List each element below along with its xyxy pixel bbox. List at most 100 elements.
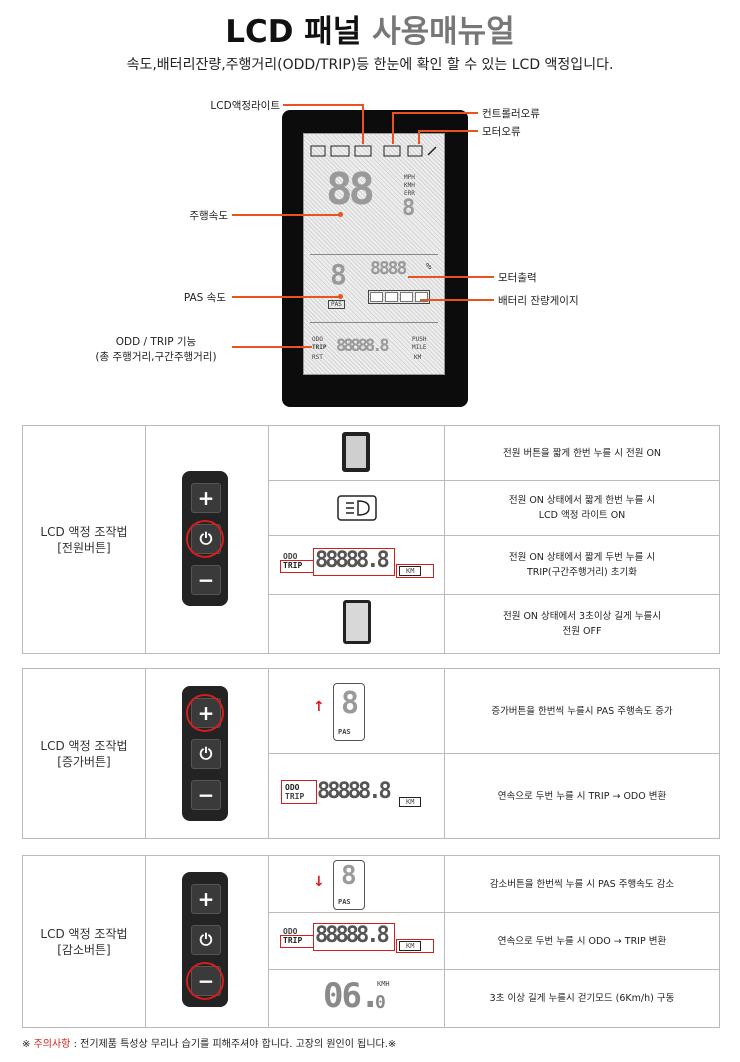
- highlight-circle: [186, 962, 224, 1000]
- push-label: PUSH: [412, 336, 427, 343]
- pas-display: 8 PAS: [333, 683, 365, 741]
- row-picture: 06. 0 KMH: [269, 970, 445, 1027]
- section-minus-button: LCD 액정 조작법[감소버튼] + ⏻ − ↓ 8 PAS 감소버튼을 한번씩…: [22, 855, 720, 1028]
- title-part1: LCD 패널: [225, 14, 362, 50]
- remote-control: + ⏻ −: [182, 471, 228, 606]
- page-subtitle: 속도,배터리잔량,주행거리(ODD/TRIP)등 한눈에 확인 할 수 있는 L…: [126, 57, 614, 73]
- controller-icon: [383, 145, 401, 157]
- odo-label: ODO: [283, 927, 298, 936]
- label-battery-gauge: 배터리 잔량게이지: [498, 295, 579, 307]
- section-power-button: LCD 액정 조작법[전원버튼] + ⏻ − 전원 버튼을 짧게 한번 누를 시…: [22, 425, 720, 654]
- row-picture: [269, 426, 445, 480]
- section-plus-button: LCD 액정 조작법[증가버튼] + ⏻ − ↑ 8 PAS 증가버튼을 한번씩…: [22, 668, 720, 839]
- row-description: 3초 이상 길게 누를시 걷기모드 (6Km/h) 구동: [489, 993, 675, 1004]
- rst-label: RST: [312, 354, 323, 361]
- row-picture: ODO TRIP 88888.8 KM: [269, 754, 445, 838]
- label-odo-trip-line1: ODD / TRIP 기능: [115, 336, 197, 348]
- instruction-row: ODO TRIP 88888.8 KM 전원 ON 상태에서 짧게 두번 누를 …: [269, 536, 719, 595]
- instruction-row: 06. 0 KMH 3초 이상 길게 누를시 걷기모드 (6Km/h) 구동: [269, 970, 719, 1027]
- instruction-row: ODO TRIP 88888.8 KM 연속으로 두번 누를 시 TRIP → …: [269, 754, 719, 838]
- screen-off-icon: [343, 600, 371, 644]
- unit-mph: MPH: [404, 174, 415, 181]
- odo-label: ODO: [285, 783, 300, 792]
- row-picture: [269, 481, 445, 535]
- odo-label: ODO: [312, 336, 323, 343]
- label-controller-error: 컨트롤러오류: [482, 108, 540, 120]
- remote-control: + ⏻ −: [182, 686, 228, 821]
- row-description: 증가버튼을 한번씩 누를시 PAS 주행속도 증가: [491, 705, 673, 717]
- section-title: LCD 액정 조작법[증가버튼]: [23, 669, 146, 838]
- pas-digit: 8: [330, 258, 347, 291]
- trip-label: TRIP: [283, 936, 303, 945]
- km-label: KM: [414, 354, 422, 361]
- unit-err: ERR: [404, 190, 415, 197]
- backlight-icon: [337, 495, 377, 521]
- row-description: 전원 버튼을 짧게 한번 누를 시 전원 ON: [502, 447, 662, 459]
- speed-decimal: 8: [402, 196, 416, 221]
- section-title: LCD 액정 조작법[전원버튼]: [23, 426, 146, 653]
- footer-note: ※ 주의사항 : 전기제품 특성상 무리나 습기를 피해주셔야 합니다. 고장의…: [22, 1039, 397, 1050]
- walk-decimal: 0: [375, 992, 386, 1013]
- trip-label: TRIP: [283, 561, 303, 570]
- warning-label: 주의사항: [33, 1039, 71, 1050]
- lcd-status-icons: [310, 145, 437, 157]
- walk-unit: KMH: [377, 980, 390, 988]
- warning-text: : 전기제품 특성상 무리나 습기를 피해주셔야 합니다. 고장의 원인이 됩니…: [73, 1039, 397, 1050]
- km-label: KM: [399, 797, 422, 807]
- walk-digits: 06.: [323, 976, 380, 1016]
- power-screen-icon: [342, 432, 370, 472]
- label-motor-output: 모터출력: [498, 272, 537, 284]
- power-status-icon: [310, 145, 326, 157]
- odo-digits: 88888.8: [336, 336, 390, 356]
- label-speed: 주행속도: [189, 210, 228, 222]
- plus-button[interactable]: +: [191, 884, 221, 914]
- instruction-row: ODO TRIP 88888.8 KM 연속으로 두번 누를 시 ODO → T…: [269, 913, 719, 970]
- remote-cell: + ⏻ −: [146, 426, 269, 653]
- remote-control: + ⏻ −: [182, 872, 228, 1007]
- row-description: 감소버튼을 한번씩 누를 시 PAS 주행속도 감소: [489, 878, 675, 890]
- backlight-icon: [354, 145, 372, 157]
- speed-digits: 88: [326, 164, 375, 215]
- power-button[interactable]: ⏻: [191, 739, 221, 769]
- power-button[interactable]: ⏻: [191, 925, 221, 955]
- power-digits: 8888: [370, 258, 407, 279]
- row-picture: [269, 595, 445, 653]
- mile-label: MILE: [412, 344, 427, 351]
- label-motor-error: 모터오류: [482, 126, 521, 138]
- odo-label: ODO: [283, 552, 298, 561]
- label-backlight: LCD액정라이트: [210, 100, 280, 112]
- trip-digits: 88888.8: [317, 779, 392, 804]
- minus-button[interactable]: −: [191, 565, 221, 595]
- highlight-circle: [186, 694, 224, 732]
- unit-kmh: KMH: [404, 182, 415, 189]
- title-part2: 사용매뉴얼: [372, 14, 515, 50]
- trip-digits: 88888.8: [315, 923, 390, 948]
- remote-cell: + ⏻ −: [146, 856, 269, 1027]
- row-picture: ↑ 8 PAS: [269, 669, 445, 753]
- km-label: KM: [399, 566, 422, 576]
- arrow-down-icon: ↓: [313, 874, 325, 890]
- battery-gauge: [368, 290, 430, 304]
- km-label: KM: [399, 941, 422, 951]
- trip-label: TRIP: [312, 344, 327, 351]
- instruction-row: 전원 버튼을 짧게 한번 누를 시 전원 ON: [269, 426, 719, 481]
- trip-digits: 88888.8: [315, 548, 390, 573]
- instruction-row: ↓ 8 PAS 감소버튼을 한번씩 누를 시 PAS 주행속도 감소: [269, 856, 719, 913]
- plus-button[interactable]: +: [191, 483, 221, 513]
- pas-label: PAS: [328, 300, 345, 309]
- minus-button[interactable]: −: [191, 780, 221, 810]
- row-description: 연속으로 두번 누를 시 ODO → TRIP 변환: [497, 935, 667, 947]
- row-picture: ODO TRIP 88888.8 KM: [269, 913, 445, 969]
- label-odo-trip-line2: (총 주행거리,구간주행거리): [95, 351, 217, 363]
- power-percent: %: [426, 262, 432, 272]
- remote-cell: + ⏻ −: [146, 669, 269, 838]
- row-description: 연속으로 두번 누를 시 TRIP → ODO 변환: [497, 790, 667, 802]
- pas-display: 8 PAS: [333, 860, 365, 910]
- row-picture: ODO TRIP 88888.8 KM: [269, 536, 445, 594]
- lcd-screen: 88 8 MPH KMH ERR 8 PAS 8888 % ODO TRIP R…: [303, 133, 445, 375]
